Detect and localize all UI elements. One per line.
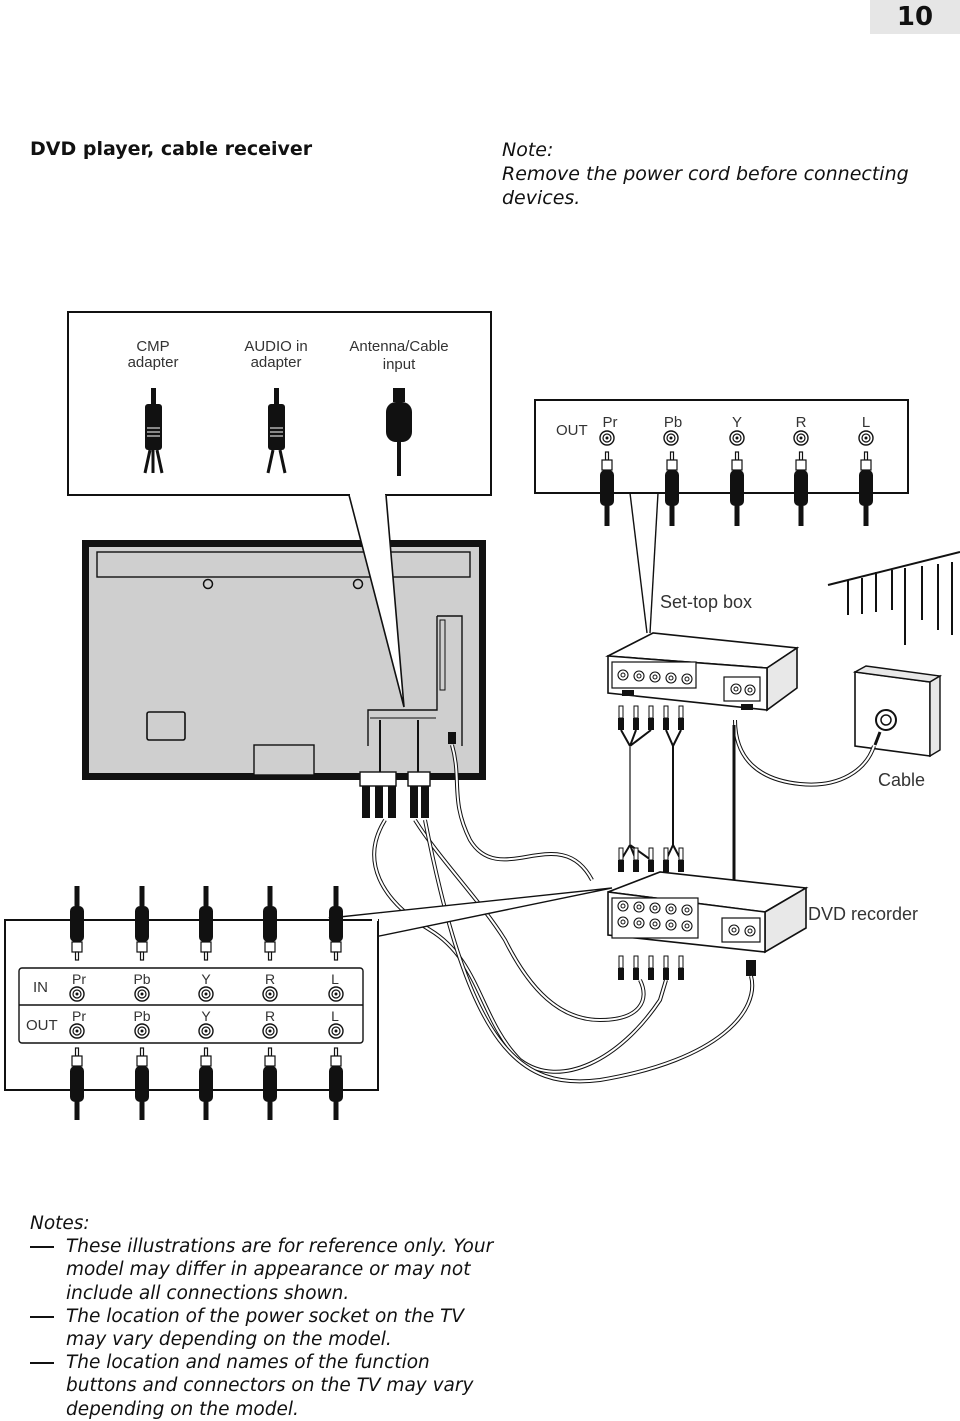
- tv-bottom-plugs: [359, 720, 456, 818]
- notes-heading: Notes:: [30, 1213, 90, 1234]
- wall-socket: [852, 665, 943, 758]
- antenna-icon: [827, 551, 960, 645]
- notes-section: Notes: These illustrations are for refer…: [30, 1212, 500, 1421]
- settop-plug-y: [729, 451, 745, 527]
- recorder-panel: IN OUT Pr Pb Y R L Pr Pb Y R L: [4, 885, 379, 1120]
- screw-icon: [202, 578, 214, 590]
- settop-plug-r: [793, 451, 809, 527]
- antenna-label-2: input: [383, 356, 416, 373]
- settop-port-label-y: Y: [732, 414, 742, 431]
- recorder-in-port-pb: Pb: [133, 971, 150, 987]
- cmp-label-2: adapter: [128, 354, 179, 371]
- note-text: Remove the power cord before connecting …: [502, 163, 909, 209]
- antenna-label-1: Antenna/Cable: [349, 338, 448, 355]
- component-cables: [617, 705, 738, 894]
- recorder-in-port-pr: Pr: [72, 971, 86, 987]
- settop-plug-pr: [599, 451, 615, 527]
- connection-diagram: CMP adapter AUDIO in adapter Antenna/Cab…: [4, 311, 960, 1120]
- audio-in-label-2: adapter: [251, 354, 302, 371]
- settop-jack-l: [858, 430, 874, 446]
- callout-pointer: [348, 493, 405, 708]
- recorder-out-label: OUT: [26, 1017, 58, 1034]
- recorder-out-port-y: Y: [201, 1008, 211, 1024]
- recorder-in-port-l: L: [331, 971, 339, 987]
- note-block: Note: Remove the power cord before conne…: [502, 138, 932, 210]
- page-number: 10: [870, 0, 960, 34]
- settop-jack-r: [793, 430, 809, 446]
- recorder-in-port-y: Y: [201, 971, 211, 987]
- note-heading: Note:: [502, 139, 554, 161]
- cable-label: Cable: [878, 770, 925, 790]
- settop-plug-pb: [664, 451, 680, 527]
- recorder-in-label: IN: [33, 979, 48, 996]
- recorder-out-port-pr: Pr: [72, 1008, 86, 1024]
- note-item: The location of the power socket on the …: [30, 1305, 500, 1351]
- power-socket: [146, 711, 186, 741]
- section-title: DVD player, cable receiver: [30, 138, 313, 160]
- settop-jack-y: [729, 430, 745, 446]
- page-number-text: 10: [896, 2, 934, 32]
- settop-pointer: [649, 492, 659, 634]
- screw-icon: [352, 578, 364, 590]
- settop-port-label-pb: Pb: [664, 414, 682, 431]
- recorder-in-port-r: R: [265, 971, 275, 987]
- dvd-recorder: [607, 871, 809, 954]
- settop-box: [605, 632, 800, 712]
- cmp-adapter-icon: [143, 388, 164, 474]
- tv-output-cables: [372, 744, 755, 1084]
- settop-pointer: [629, 492, 648, 634]
- recorder-out-port-l: L: [331, 1008, 339, 1024]
- dvd-recorder-label: DVD recorder: [808, 904, 918, 924]
- settop-plug-l: [858, 451, 874, 527]
- settop-out-label: OUT: [556, 422, 588, 439]
- cmp-label-1: CMP: [136, 338, 169, 355]
- notes-list: These illustrations are for reference on…: [30, 1235, 500, 1421]
- tv-back: [82, 540, 486, 780]
- settop-port-label-r: R: [796, 414, 807, 431]
- settop-jack-pr: [599, 430, 615, 446]
- settop-jack-pb: [663, 430, 679, 446]
- adapter-callout: CMP adapter AUDIO in adapter Antenna/Cab…: [67, 311, 492, 496]
- audio-in-label-1: AUDIO in: [244, 338, 307, 355]
- audio-adapter-icon: [266, 388, 287, 474]
- note-item: These illustrations are for reference on…: [30, 1235, 500, 1305]
- recorder-out-port-r: R: [265, 1008, 275, 1024]
- settop-output-panel: OUT Pr Pb Y R L: [534, 399, 909, 527]
- note-item: The location and names of the function b…: [30, 1351, 500, 1421]
- recorder-out-port-pb: Pb: [133, 1008, 150, 1024]
- antenna-plug-icon: [386, 388, 412, 476]
- settop-port-label-pr: Pr: [603, 414, 618, 431]
- settop-box-label: Set-top box: [660, 592, 752, 612]
- settop-port-label-l: L: [862, 414, 870, 431]
